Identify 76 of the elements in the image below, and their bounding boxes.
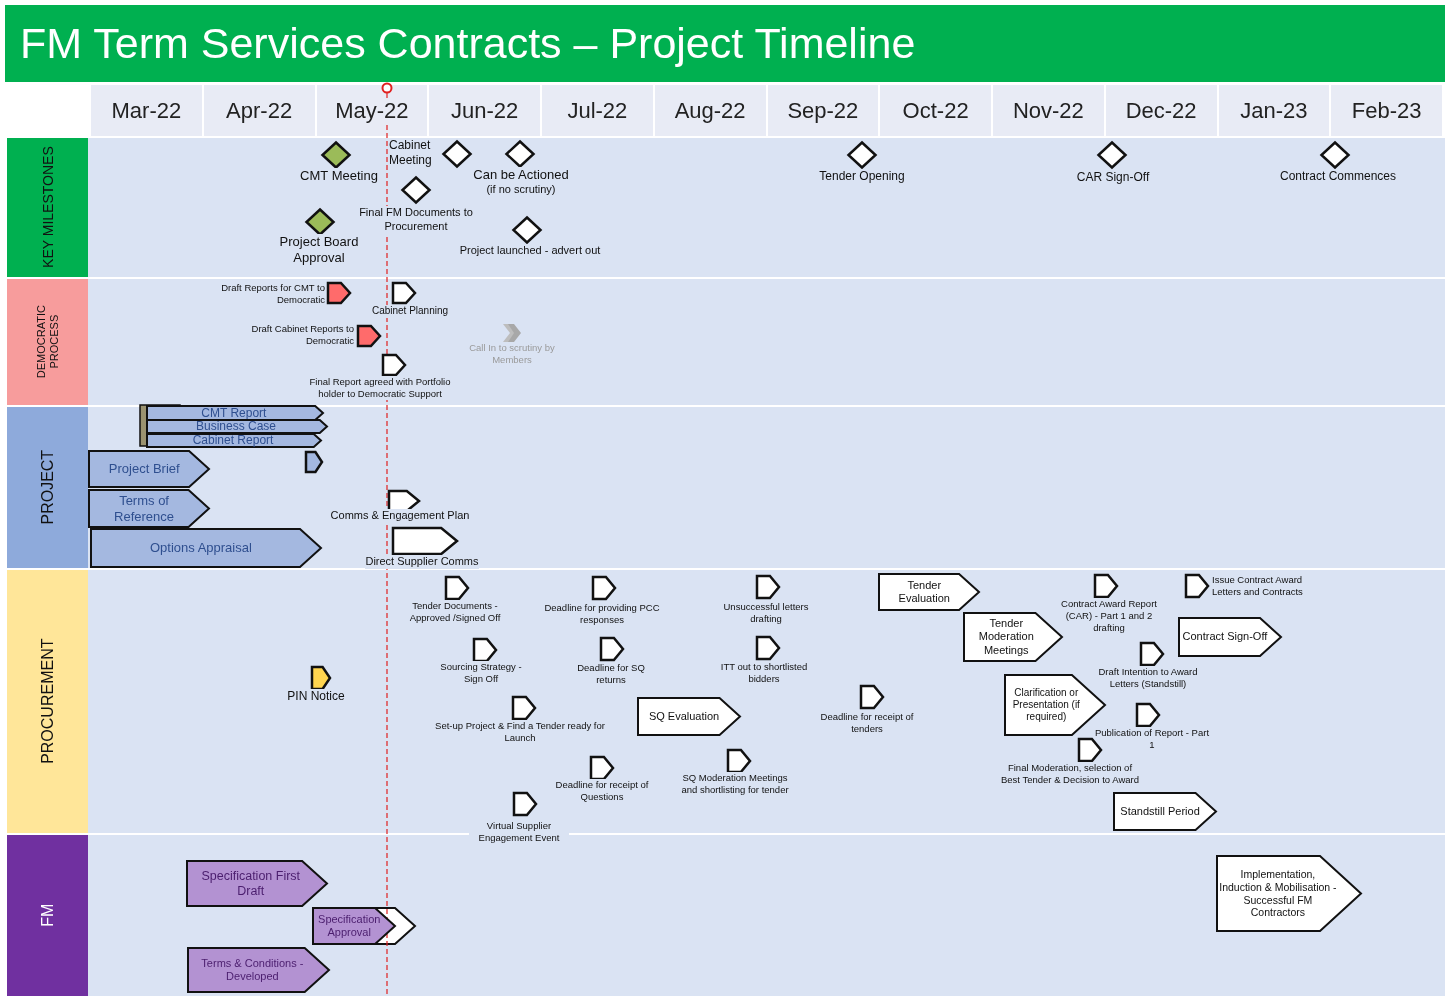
swimlane <box>7 407 1445 568</box>
chevron-box <box>963 612 1063 662</box>
lane-title: PROCUREMENT <box>38 637 57 767</box>
task-label: Terms of Reference <box>113 492 176 525</box>
task-label: Draft Cabinet Reports to Democratic <box>250 323 354 347</box>
milestone-label: (if no scrutiny) <box>486 183 556 197</box>
task-label: SQ Moderation Meetings and shortlisting for tender <box>679 772 791 796</box>
chevron-box <box>88 489 210 528</box>
milestone-diamond <box>442 140 472 168</box>
task-label: Project Brief <box>108 461 180 477</box>
task-label: SQ Evaluation <box>648 709 720 724</box>
task-label: Business Case <box>196 419 277 434</box>
task-marker <box>513 792 537 816</box>
task-label: Options Appraisal <box>149 540 252 556</box>
chevron-box <box>312 907 396 945</box>
task-label: Publication of Report - Part 1 <box>1093 727 1211 751</box>
task-label: Tender Moderation Meetings <box>977 617 1035 657</box>
swimlane <box>7 279 1445 405</box>
lane-title: FM <box>38 902 57 930</box>
task-label: Comms & Engagement Plan <box>330 509 470 523</box>
task-marker <box>392 282 416 304</box>
task-label: Clarification or Presentation (if required) <box>1011 687 1081 723</box>
milestone-label: CMT Meeting <box>300 168 378 185</box>
task-marker <box>756 575 780 599</box>
task-marker <box>1185 574 1209 598</box>
task-marker <box>357 325 381 347</box>
milestone-label: Project launched - advert out <box>459 244 601 258</box>
chevron-box <box>1113 792 1217 831</box>
task-label: Specification Approval <box>317 912 382 940</box>
task-marker <box>592 576 616 600</box>
milestone-diamond <box>847 141 877 169</box>
task-marker <box>327 282 351 304</box>
task-label: Terms & Conditions - Developed <box>200 956 305 984</box>
milestone-label: Tender Opening <box>819 169 905 184</box>
task-label: CMT Report <box>201 405 267 421</box>
task-label: Specification First Draft <box>200 868 302 899</box>
milestone-diamond <box>321 141 351 169</box>
chevron-box <box>88 450 210 488</box>
task-marker <box>392 527 458 555</box>
chevron-box <box>146 419 328 434</box>
chevron-box <box>186 860 328 907</box>
lane-title: PROJECT <box>38 449 57 527</box>
double-chevron-icon <box>503 324 521 342</box>
chevron-box <box>1178 617 1282 657</box>
lane-title: DEMOCRATIC PROCESS <box>34 304 61 381</box>
milestone-label: CAR Sign-Off <box>1076 170 1150 185</box>
chevron-box <box>90 528 322 568</box>
chevron-box <box>1216 855 1362 932</box>
chevron-box <box>146 405 324 421</box>
task-label: Implementation, Induction & Mobilisation - Successful FM Contractors <box>1219 868 1337 919</box>
task-label: Final Moderation, selection of Best Tender & Decision to Award <box>1000 762 1140 786</box>
task-marker <box>388 490 420 512</box>
task-label: Virtual Supplier Engagement Event <box>469 820 569 844</box>
milestone-diamond <box>401 176 431 204</box>
task-label: Set-up Project & Find a Tender ready for Launch <box>435 720 605 744</box>
swimlane <box>7 835 1445 996</box>
task-label: Cabinet Planning <box>371 305 449 318</box>
task-label: Tender Evaluation <box>897 578 951 606</box>
swimlane <box>7 138 1445 277</box>
chevron-box <box>878 573 980 611</box>
task-label: Direct Supplier Comms <box>365 555 479 569</box>
task-label: Standstill Period <box>1120 804 1200 819</box>
task-marker <box>305 451 323 473</box>
chevron-box <box>187 947 330 993</box>
task-marker <box>311 666 331 690</box>
milestone-diamond <box>305 208 335 236</box>
lane-title: KEY MILESTONES <box>39 145 56 271</box>
milestone-diamond <box>505 140 535 168</box>
milestone-diamond <box>1097 141 1127 169</box>
task-label: Draft Reports for CMT to Democratic <box>221 282 325 306</box>
chevron-box <box>146 433 322 448</box>
task-label: Contract Sign-Off <box>1182 630 1268 644</box>
title: FM Term Services Contracts – Project Timeline <box>20 19 916 68</box>
chevron-box <box>637 697 741 736</box>
task-label: Cabinet Report <box>192 433 274 448</box>
task-marker <box>860 685 884 709</box>
